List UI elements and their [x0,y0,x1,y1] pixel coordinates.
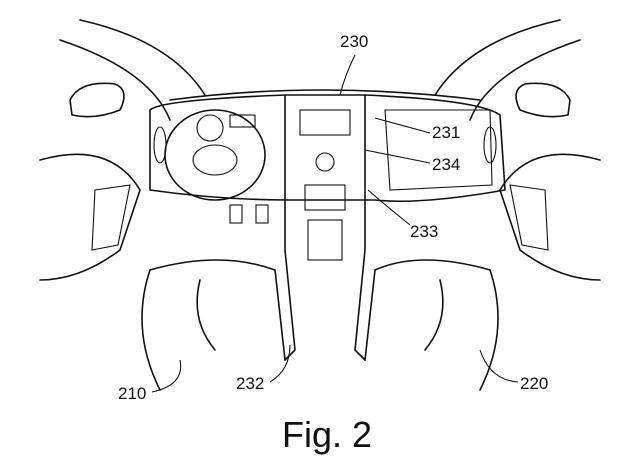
leader-233 [367,189,411,226]
steering-hub [192,144,238,176]
right-mirror [515,82,571,118]
control-knob [315,152,335,172]
left-a-pillar [59,19,206,121]
figure-caption: Fig. 2 [282,414,373,455]
steering-wheel [164,109,266,201]
pedal [229,204,243,224]
speedometer [196,114,224,142]
left-door-panel [91,184,131,251]
driver-seat [141,259,286,391]
right-a-pillar [434,19,581,121]
leader-231 [374,117,431,134]
right-vent [483,126,497,164]
label-230: 230 [340,32,369,51]
pedal [255,204,269,224]
label-231: 231 [432,123,461,142]
right-door [499,153,601,281]
console-bin [307,219,343,261]
label-210: 210 [118,384,147,403]
label-220: 220 [520,374,549,393]
leader-234 [364,149,431,164]
label-234: 234 [432,155,461,174]
climate-controls [304,184,346,211]
label-232: 232 [236,374,265,393]
leader-232 [269,344,291,383]
center-console [284,94,366,361]
passenger-seat [364,259,499,391]
left-door [39,153,141,281]
label-233: 233 [410,222,439,241]
leader-230 [339,54,356,96]
windshield-base [169,89,481,101]
glovebox [384,109,493,191]
dashboard [149,94,506,203]
leader-210 [151,359,182,393]
display-unit [299,109,351,136]
leader-220 [479,349,519,383]
right-door-panel [509,184,549,251]
left-mirror [69,82,125,118]
left-vent [153,126,167,164]
instrument-display [229,114,256,128]
